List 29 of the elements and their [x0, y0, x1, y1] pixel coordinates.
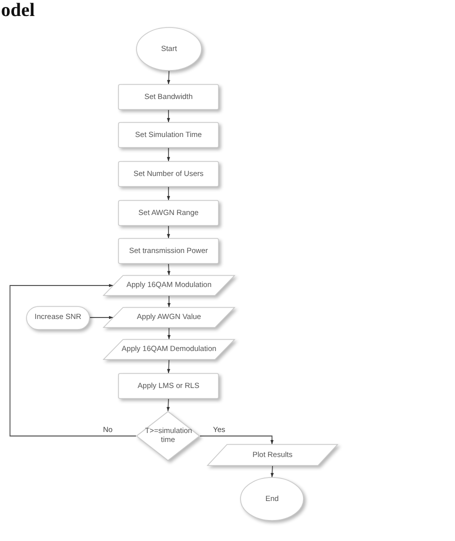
arrow: [167, 70, 170, 84]
data-parallelogram: [103, 339, 235, 360]
process-box: [118, 238, 219, 264]
terminal-ellipse: [136, 27, 202, 71]
process-box: [118, 200, 219, 226]
data-parallelogram: [207, 444, 338, 466]
arrow: [10, 284, 136, 436]
arrow: [166, 398, 170, 412]
heading: odel: [1, 1, 35, 21]
process-box: [118, 84, 219, 110]
rounded-box: [26, 306, 90, 330]
arrow: [167, 360, 170, 374]
arrow: [166, 226, 170, 238]
arrow: [200, 436, 274, 444]
data-parallelogram: [103, 307, 235, 328]
process-box: [118, 161, 219, 187]
arrow: [167, 264, 170, 276]
process-box: [118, 122, 219, 148]
arrow: [166, 186, 170, 200]
arrow: [166, 110, 170, 122]
arrow: [167, 328, 171, 340]
terminal-ellipse: [240, 477, 304, 521]
arrow: [90, 316, 114, 320]
decision-diamond: [136, 411, 200, 461]
process-box: [118, 373, 219, 399]
arrow: [167, 296, 171, 308]
data-parallelogram: [103, 275, 235, 296]
arrow: [166, 148, 170, 162]
arrow: [270, 466, 274, 478]
